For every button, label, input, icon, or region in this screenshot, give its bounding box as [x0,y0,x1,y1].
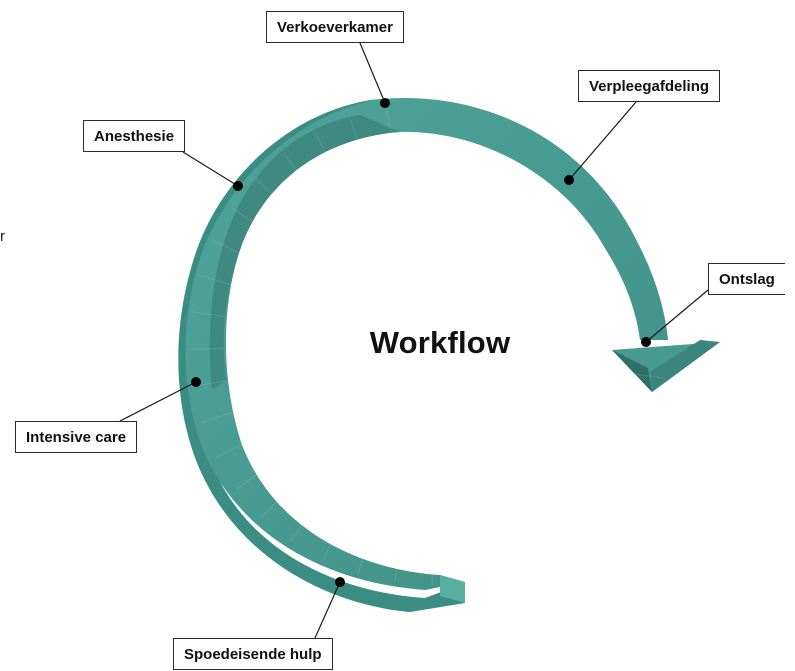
connector-group [119,42,709,639]
ring-stripe [212,239,244,256]
stage-label-verpleegafdeling: Verpleegafdeling [578,70,721,102]
center-title: Workflow [369,325,511,360]
ring-stripe [550,508,573,537]
ring-stripe [255,177,281,203]
ring-stripe [188,348,224,350]
ring-stripe [394,547,400,583]
ring-stripes [188,108,666,585]
ring-stripe [260,492,286,518]
ring-stripe [595,462,625,484]
connector-line-verkoeverkamer [359,42,386,104]
ring-stripe [231,206,261,228]
ring-stripe [463,546,471,582]
ring-stripe [349,117,362,152]
ring-stripe [215,440,248,459]
stage-label-verkoeverkamer: Verkoeverkamer [266,11,404,43]
stage-dot-intensive-care [191,377,201,387]
ring-stripe [314,132,333,165]
stage-label-intensive-care: Intensive care [15,421,138,453]
stage-dot-verkoeverkamer [380,98,390,108]
ring-stripe [494,538,507,573]
ring-start-end [440,575,465,603]
ring-stripe [289,512,311,542]
ring-stripe [575,487,601,513]
ring-stripe [236,467,265,490]
ring-stripe [385,108,393,144]
ring-stripe [322,529,339,561]
connector-line-verpleegafdeling [568,101,637,181]
ring-stripe [612,434,644,451]
connector-line-anesthesie [182,151,239,187]
ring-stripe [357,540,369,575]
edge-text-fragment: r [0,228,5,245]
ring-stripe [200,411,235,424]
stage-label-spoedeisende-hulp: Spoedeisende hulp [173,638,333,670]
ring-stripe [198,274,233,286]
connector-line-spoedeisende-hulp [314,581,341,639]
ring-stripe [283,153,306,182]
ring-stripe [630,373,666,379]
ring-stripe [523,525,542,558]
arrow-head-side [650,340,720,392]
connector-line-ontslag [645,289,709,343]
stage-label-anesthesie: Anesthesie [83,120,186,152]
stage-dot-ontslag [641,337,651,347]
stage-dot-anesthesie [233,181,243,191]
connector-line-intensive-care [119,381,197,422]
ring-stripe [431,549,433,585]
arrow-head-dark [612,350,652,392]
ring-stripe [190,311,226,317]
stage-label-ontslag: Ontslag [708,263,785,295]
ring-stripe [623,404,658,416]
ring-inner-wall [209,115,400,390]
stage-dot-verpleegafdeling [564,175,574,185]
stage-dot-spoedeisende-hulp [335,577,345,587]
